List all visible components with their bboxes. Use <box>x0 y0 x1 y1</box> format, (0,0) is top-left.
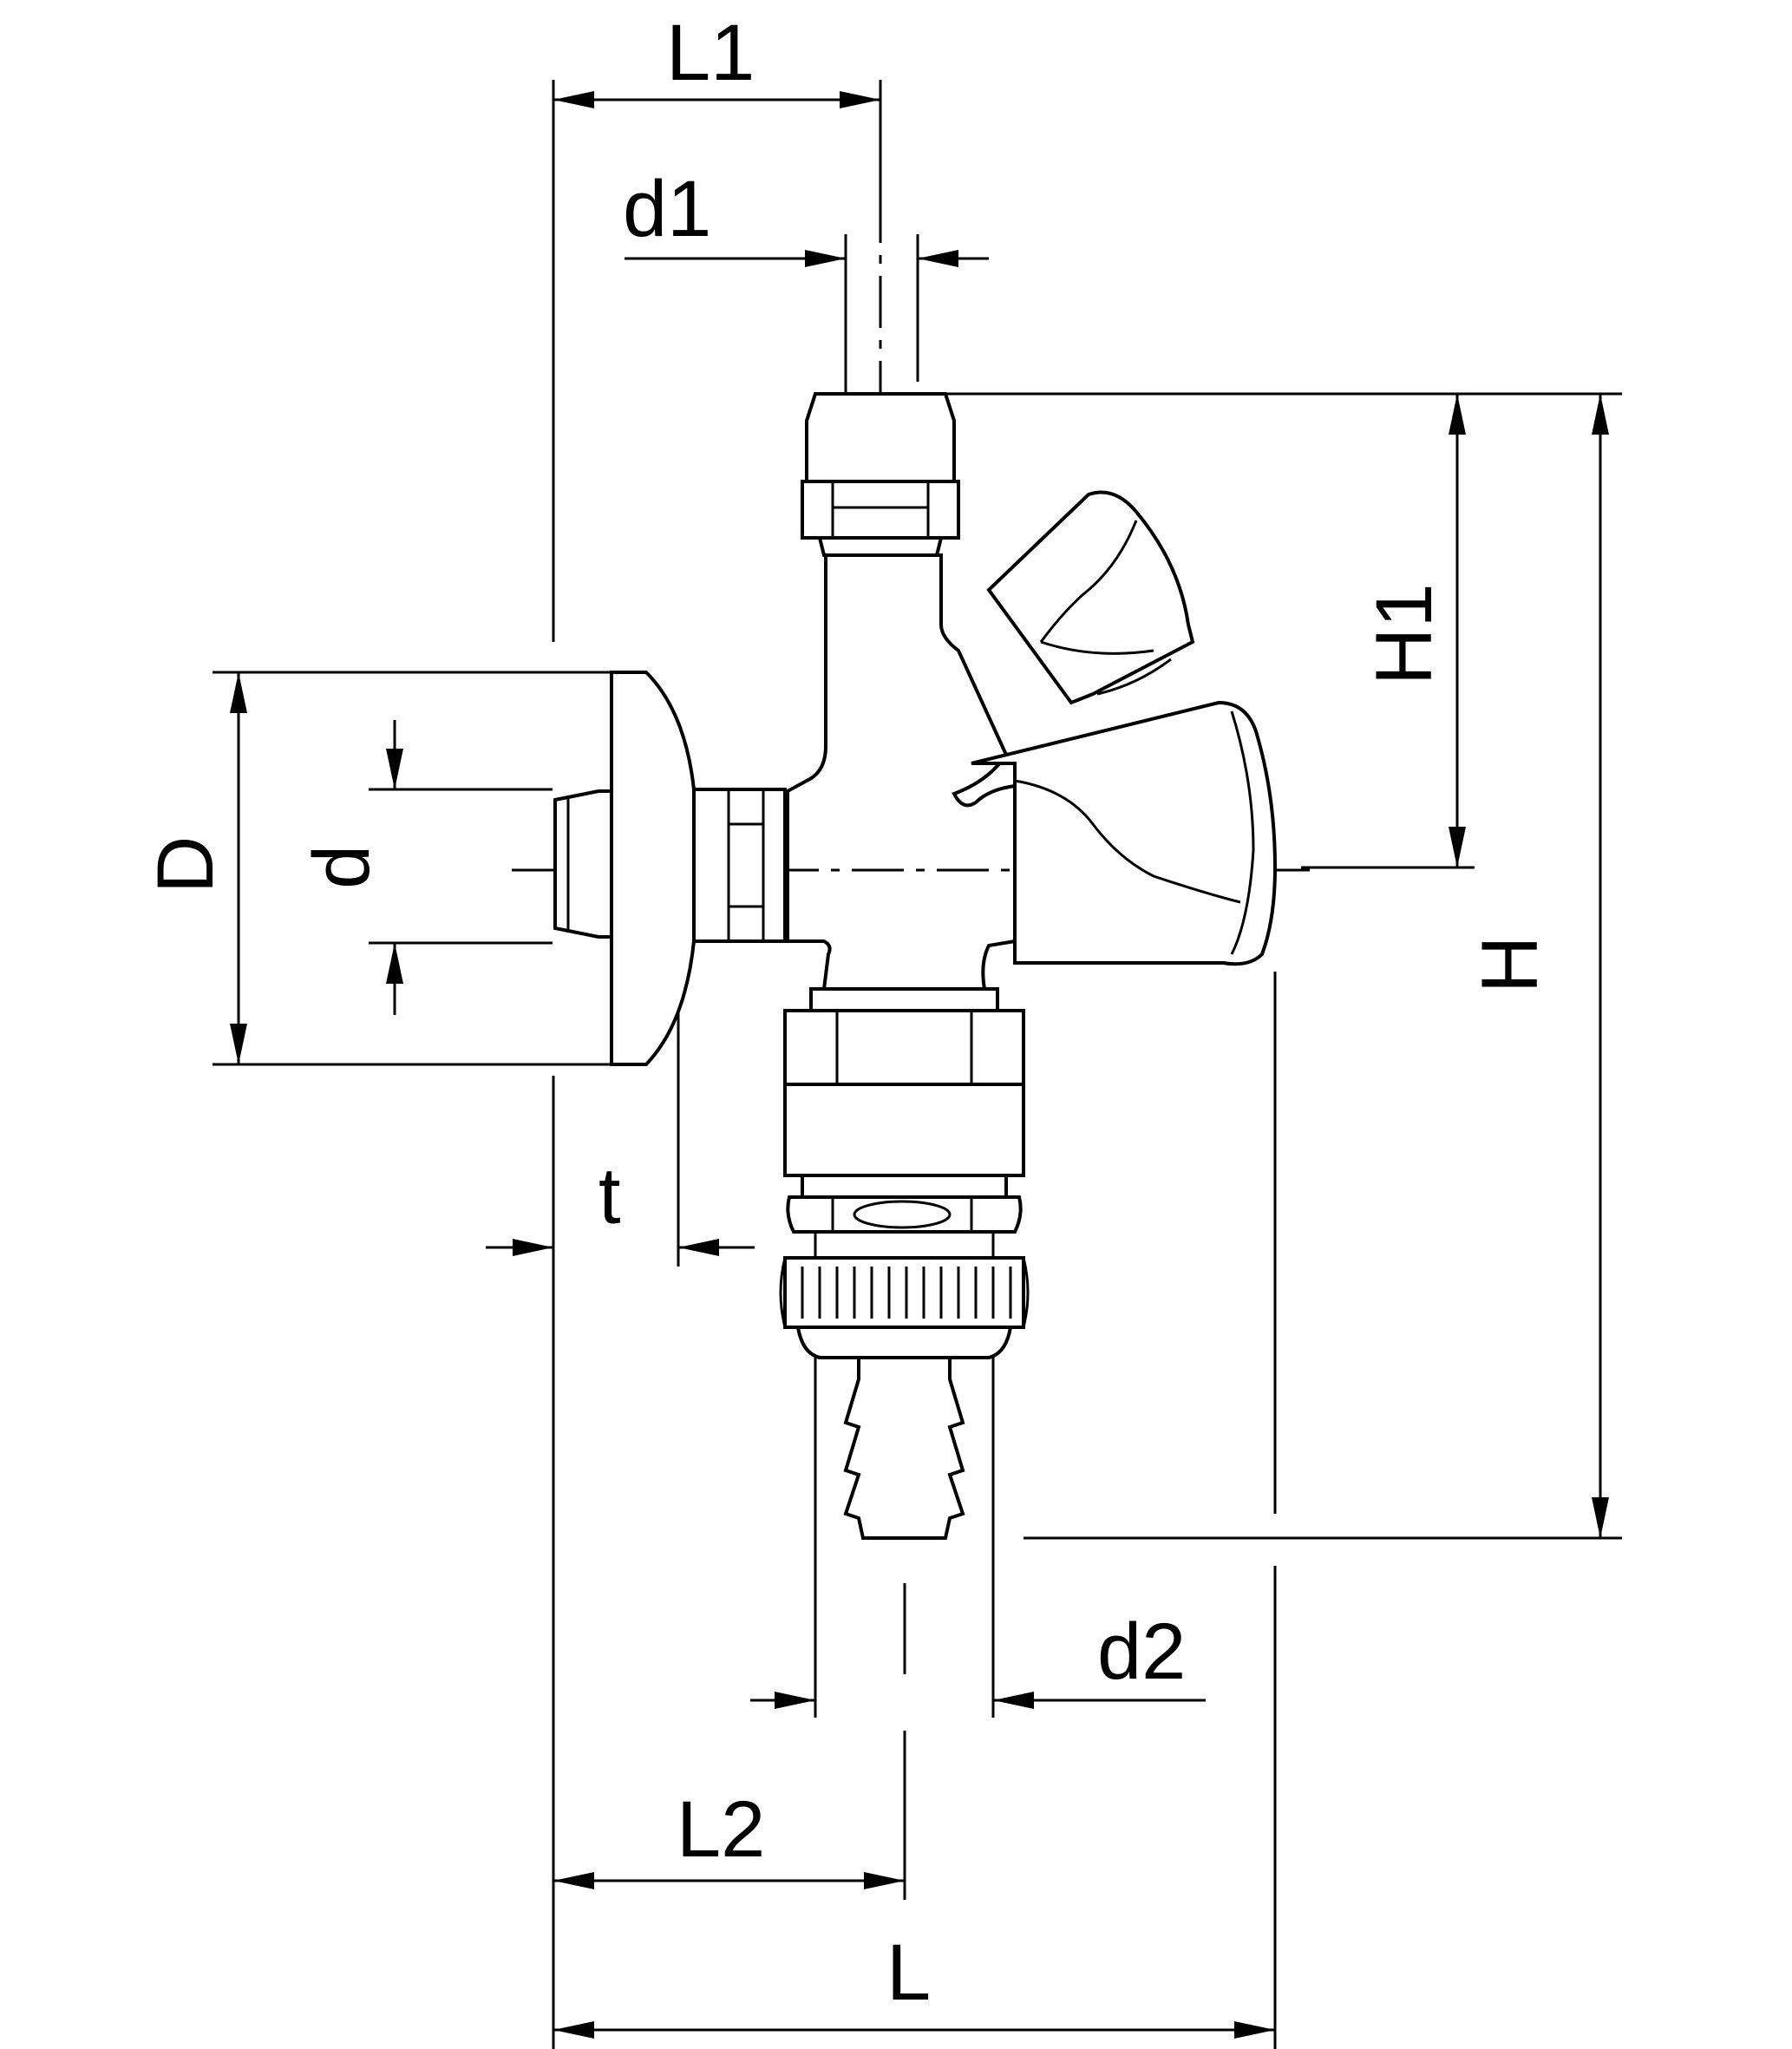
label-H: H <box>1466 936 1554 993</box>
dimension-labels: L1 d1 H1 H D d t d2 L2 L <box>141 9 1554 2017</box>
label-D: D <box>141 836 230 894</box>
label-L1: L1 <box>666 9 755 97</box>
label-H1: H1 <box>1360 583 1449 685</box>
hose-barb <box>843 1356 965 1540</box>
label-d1: d1 <box>623 165 711 253</box>
large-handle <box>971 700 1278 966</box>
valve-body <box>553 553 1017 1066</box>
small-handle <box>986 490 1195 705</box>
lower-coupling <box>779 987 1030 1359</box>
label-t: t <box>598 1152 621 1241</box>
label-L: L <box>886 1928 931 2017</box>
top-outlet-fitting <box>801 392 960 557</box>
dimension-lines <box>230 91 1609 2039</box>
label-d2: d2 <box>1097 1607 1186 1696</box>
label-L2: L2 <box>677 1785 765 1874</box>
label-d: d <box>298 845 386 889</box>
knurling <box>801 1267 1012 1319</box>
